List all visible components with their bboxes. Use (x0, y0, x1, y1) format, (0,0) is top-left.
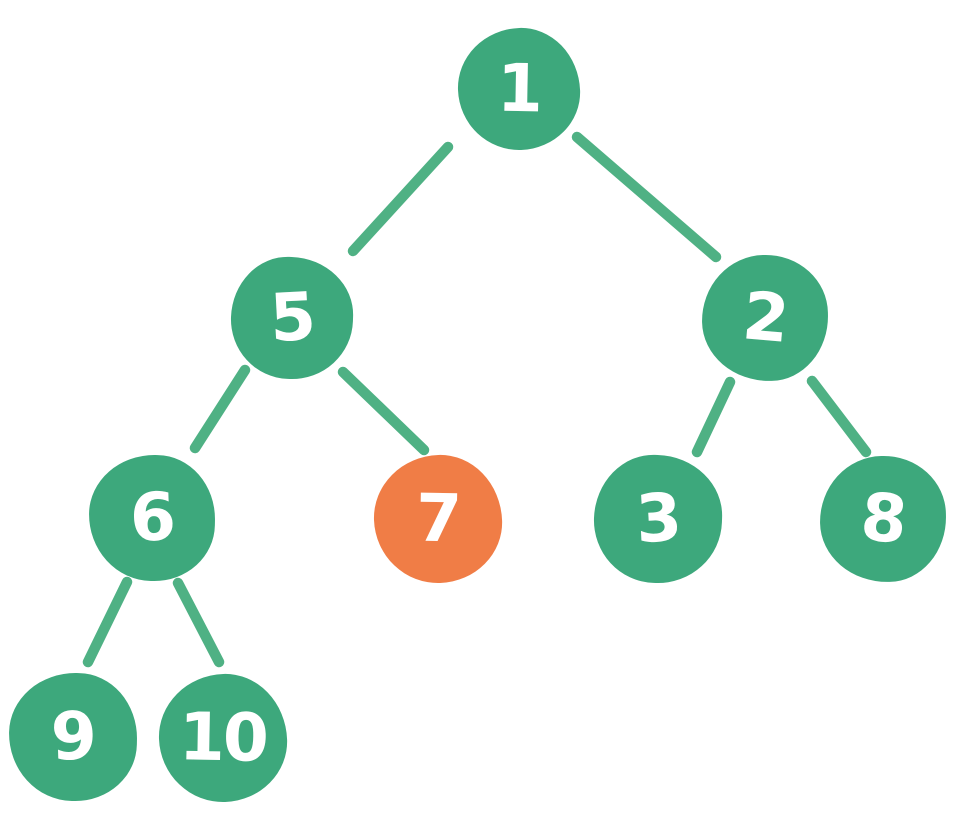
node-label: 5 (268, 277, 316, 358)
tree-node-6[interactable]: 6 (87, 453, 217, 583)
tree-edge-5-7 (337, 366, 430, 456)
tree-edge-2-8 (806, 375, 872, 458)
tree-node-8[interactable]: 8 (818, 454, 948, 584)
tree-edge-5-6 (189, 364, 251, 454)
node-label: 2 (739, 277, 791, 358)
tree-node-2[interactable]: 2 (700, 253, 830, 383)
tree-edge-2-3 (691, 376, 736, 458)
tree-edge-6-10 (172, 577, 225, 668)
tree-node-9[interactable]: 9 (7, 671, 139, 803)
tree-edge-6-9 (82, 576, 133, 668)
node-label: 9 (49, 697, 97, 776)
tree-node-5[interactable]: 5 (228, 254, 356, 382)
tree-edge-1-2 (571, 131, 722, 263)
node-label: 8 (857, 478, 909, 559)
node-label: 3 (634, 478, 682, 559)
tree-node-7[interactable]: 7 (371, 452, 505, 586)
tree-node-3[interactable]: 3 (591, 452, 725, 586)
tree-node-1[interactable]: 1 (455, 25, 583, 153)
tree-edge-1-5 (347, 141, 454, 257)
node-label: 10 (178, 698, 268, 777)
node-label: 7 (415, 479, 461, 558)
node-label: 6 (128, 478, 176, 557)
node-label: 1 (496, 49, 542, 128)
tree-node-10[interactable]: 10 (156, 671, 290, 805)
